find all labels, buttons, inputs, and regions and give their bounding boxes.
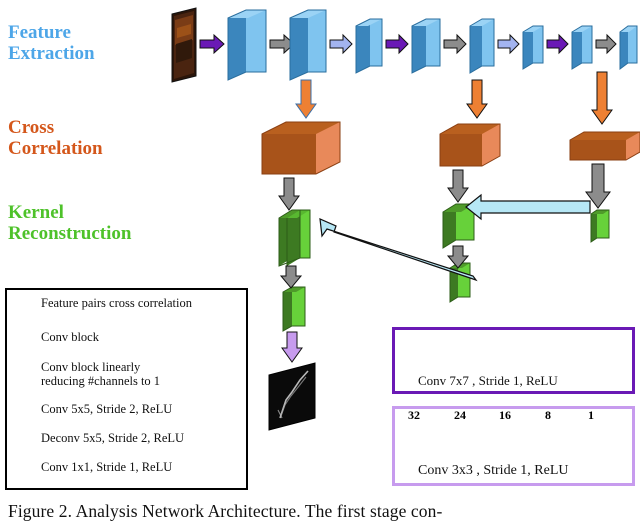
kernel-block-middle-2 [449,262,471,303]
output-kernel-image [268,362,316,431]
legend-label-deconv-5x5: Deconv 5x5, Stride 2, ReLU [41,431,185,445]
legend-label-conv-5x5: Conv 5x5, Stride 2, ReLU [41,402,173,416]
conv-1x1-arrow-2 [443,33,467,55]
feature-block-6 [522,25,544,70]
conv-block-arrow-2 [385,33,409,55]
correlation-block-left [261,121,341,175]
legend-label-conv-block-linear: Conv block linearly reducing #channels t… [41,360,161,388]
legend-item-conv-block: Conv block [38,330,99,344]
channel-label-8: 8 [545,408,551,422]
stage-label-feature-extraction: Feature Extraction [8,22,95,64]
legend-item-cross-correlation: Feature pairs cross correlation [38,296,192,310]
legend-label-conv-block: Conv block [41,330,99,344]
correlation-block-middle [439,123,501,167]
feature-block-2 [289,9,327,81]
feature-block-1 [227,9,267,81]
conv-block-arrow-1 [199,33,225,55]
feature-block-3 [355,18,383,74]
stage-label-cross-correlation: Cross Correlation [8,117,103,159]
kernel-block-left-2 [282,286,306,332]
input-image-thumbnail [171,7,197,83]
channel-label-24: 24 [454,408,466,422]
cross-correlation-arrow-left [295,79,317,119]
kernel-block-right [590,209,610,243]
correlation-block-right [569,131,640,161]
conv-block-arrow-3 [546,33,569,55]
legend-label-cross-correlation: Feature pairs cross correlation [41,296,192,310]
deconv-arrow-diagonal [319,218,478,282]
feature-block-7 [571,25,593,70]
stage-label-kernel-reconstruction: Kernel Reconstruction [8,202,132,244]
conv-1x1-arrow-middle-down2 [446,245,470,269]
legend-box [5,288,248,490]
inset-conv-block-caption: Conv 7x7 , Stride 1, ReLU [418,373,558,388]
legend-item-conv-1x1: Conv 1x1, Stride 1, ReLU [38,460,172,474]
legend-label-conv-1x1: Conv 1x1, Stride 1, ReLU [41,460,173,474]
channel-label-32: 32 [408,408,420,422]
channel-label-1: 1 [588,408,594,422]
conv-1x1-arrow-down-middle [447,169,469,203]
conv-1x1-arrow-3 [595,33,617,55]
conv-5x5-arrow-1 [329,33,353,55]
channel-label-16: 16 [499,408,511,422]
deconv-arrow-horizontal [465,193,591,221]
conv-1x1-arrow-left-down2 [279,265,303,289]
feature-block-8 [619,25,638,70]
conv-5x5-arrow-2 [497,33,520,55]
cross-correlation-arrow-right [591,71,613,125]
conv-1x1-arrow-down-right [585,163,611,209]
figure-caption: Figure 2. Analysis Network Architecture.… [8,501,443,521]
inset-conv-block-linear-detail [392,406,635,486]
legend-item-conv-block-linear: Conv block linearly reducing #channels t… [38,360,160,388]
inset-conv-block-detail [392,327,635,394]
cross-correlation-arrow-middle [466,79,488,119]
feature-block-4 [411,18,441,74]
legend-item-conv-5x5: Conv 5x5, Stride 2, ReLU [38,402,172,416]
inset-conv-block-linear-caption: Conv 3x3 , Stride 1, ReLU [418,463,569,478]
kernel-block-middle-1 [442,203,475,249]
feature-block-5 [469,18,495,74]
conv-block-linear-arrow-output [281,331,303,363]
conv-1x1-arrow-down-left [278,177,300,211]
conv-1x1-arrow-1 [269,33,295,55]
legend-item-deconv-5x5: Deconv 5x5, Stride 2, ReLU [38,431,184,445]
kernel-block-left-1 [278,209,311,267]
